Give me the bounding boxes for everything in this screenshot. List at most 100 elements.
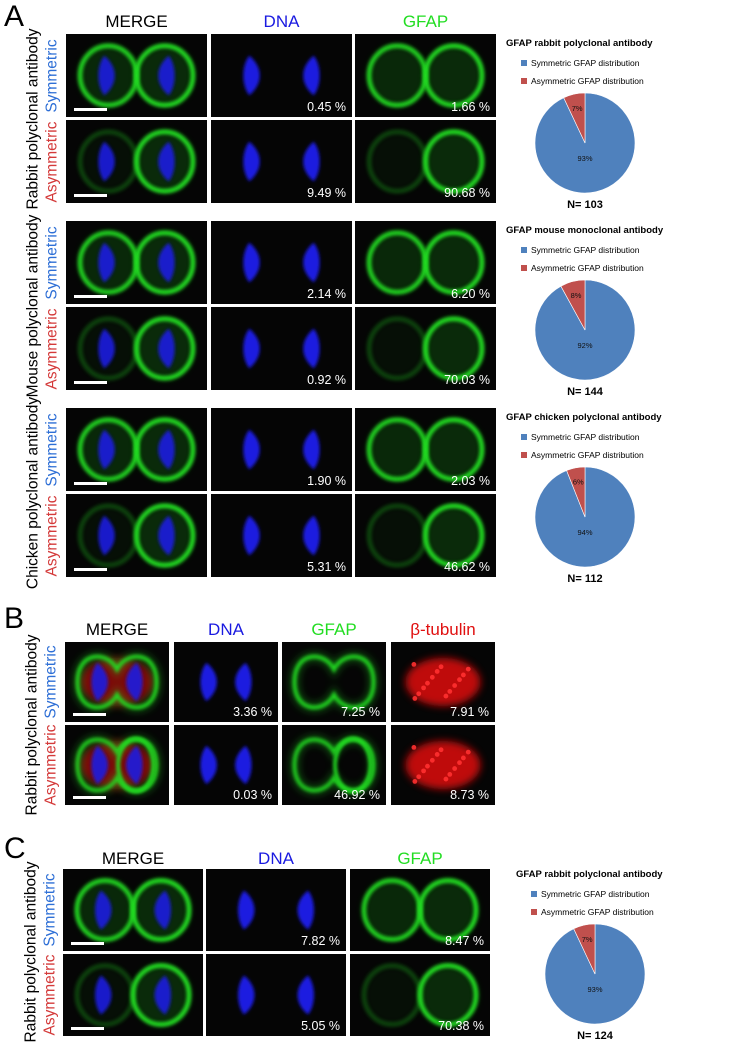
pie-slice-asymmetric bbox=[563, 92, 586, 144]
micrograph-image bbox=[66, 494, 207, 577]
cell-image-merge bbox=[63, 954, 203, 1036]
pie-chart-title: GFAP chicken polyclonal antibody bbox=[506, 412, 662, 423]
percentage-label: 2.14 % bbox=[307, 287, 346, 301]
percentage-label: 7.91 % bbox=[450, 705, 489, 719]
percentage-label: 1.66 % bbox=[451, 100, 490, 114]
cell-image-gfap: 1.66 % bbox=[355, 34, 496, 117]
legend-symmetric: Symmetric GFAP distribution bbox=[521, 58, 640, 68]
pie-chart-title: GFAP rabbit polyclonal antibody bbox=[516, 869, 663, 880]
pie-value-asymmetric: 7% bbox=[582, 935, 593, 944]
cell-image-gfap: 90.68 % bbox=[355, 120, 496, 203]
micrograph-image bbox=[391, 725, 495, 805]
micrograph-image bbox=[355, 221, 496, 304]
row-label-asymmetric: Asymmetric bbox=[42, 724, 60, 806]
legend-label: Symmetric GFAP distribution bbox=[541, 889, 650, 899]
cell-image-merge bbox=[63, 869, 203, 951]
panel-letter-c: C bbox=[4, 832, 26, 865]
legend-swatch-asymmetric bbox=[521, 265, 527, 271]
pie-chart: 93% 7% bbox=[544, 923, 646, 1025]
row-label-asymmetric: Asymmetric bbox=[43, 495, 61, 576]
legend-asymmetric: Asymmetric GFAP distribution bbox=[521, 263, 644, 273]
cell-image-dna: 5.31 % bbox=[211, 494, 352, 577]
pie-slice-asymmetric bbox=[560, 279, 586, 331]
micrograph-image bbox=[211, 221, 352, 304]
scale-bar bbox=[74, 194, 107, 197]
column-header: DNA bbox=[263, 12, 300, 31]
cell-image-merge bbox=[66, 307, 207, 390]
scale-bar bbox=[74, 108, 107, 111]
micrograph-image bbox=[66, 221, 207, 304]
panel-letter-b: B bbox=[4, 602, 25, 635]
percentage-label: 2.03 % bbox=[451, 474, 490, 488]
percentage-label: 70.38 % bbox=[438, 1019, 484, 1033]
scale-bar bbox=[74, 568, 107, 571]
cell-image-dna: 1.90 % bbox=[211, 408, 352, 491]
micrograph-image bbox=[211, 307, 352, 390]
legend-symmetric: Symmetric GFAP distribution bbox=[521, 432, 640, 442]
legend-swatch-symmetric bbox=[521, 434, 527, 440]
cell-image-gfap: 8.47 % bbox=[350, 869, 490, 951]
micrograph-image bbox=[174, 725, 278, 805]
cell-image-merge bbox=[65, 725, 169, 805]
scale-bar bbox=[71, 1027, 104, 1030]
cell-image-dna: 7.82 % bbox=[206, 869, 346, 951]
legend-asymmetric: Asymmetric GFAP distribution bbox=[531, 907, 654, 917]
micrograph-image bbox=[355, 494, 496, 577]
micrograph-image bbox=[65, 642, 169, 722]
micrograph-image bbox=[66, 34, 207, 117]
column-header: MERGE bbox=[85, 620, 149, 639]
legend-symmetric: Symmetric GFAP distribution bbox=[531, 889, 650, 899]
legend-swatch-symmetric bbox=[521, 247, 527, 253]
row-label-asymmetric: Asymmetric bbox=[43, 121, 61, 202]
legend-label: Asymmetric GFAP distribution bbox=[531, 76, 644, 86]
pie-n-label: N= 124 bbox=[577, 1030, 613, 1042]
antibody-label: Chicken polyclonal antibody bbox=[24, 396, 42, 590]
cell-image-tub: 8.73 % bbox=[391, 725, 495, 805]
legend-label: Asymmetric GFAP distribution bbox=[541, 907, 654, 917]
antibody-label: Mouse polyclonal antibody bbox=[24, 214, 42, 398]
cell-image-gfap: 46.92 % bbox=[282, 725, 386, 805]
micrograph-image bbox=[282, 725, 386, 805]
scale-bar bbox=[74, 482, 107, 485]
legend-swatch-asymmetric bbox=[521, 452, 527, 458]
scale-bar bbox=[71, 942, 104, 945]
pie-value-symmetric: 93% bbox=[587, 985, 602, 994]
legend-swatch-asymmetric bbox=[521, 78, 527, 84]
column-header: GFAP bbox=[311, 620, 357, 639]
micrograph-image bbox=[211, 34, 352, 117]
pie-n-label: N= 103 bbox=[567, 199, 603, 211]
legend-asymmetric: Asymmetric GFAP distribution bbox=[521, 76, 644, 86]
column-header: GFAP bbox=[397, 849, 443, 868]
percentage-label: 5.31 % bbox=[307, 560, 346, 574]
micrograph-image bbox=[66, 307, 207, 390]
cell-image-dna: 0.92 % bbox=[211, 307, 352, 390]
percentage-label: 8.47 % bbox=[445, 934, 484, 948]
pie-n-label: N= 144 bbox=[567, 386, 603, 398]
pie-chart-title: GFAP rabbit polyclonal antibody bbox=[506, 38, 653, 49]
column-header: β-tubulin bbox=[410, 620, 476, 639]
legend-label: Asymmetric GFAP distribution bbox=[531, 450, 644, 460]
scale-bar bbox=[74, 295, 107, 298]
cell-image-tub: 7.91 % bbox=[391, 642, 495, 722]
panel-letter-a: A bbox=[4, 0, 25, 33]
scale-bar bbox=[73, 796, 106, 799]
scale-bar bbox=[73, 713, 106, 716]
cell-image-merge bbox=[66, 408, 207, 491]
column-header: MERGE bbox=[105, 12, 168, 31]
micrograph-image bbox=[66, 120, 207, 203]
pie-value-asymmetric: 8% bbox=[571, 291, 582, 300]
micrograph-image bbox=[65, 725, 169, 805]
percentage-label: 1.90 % bbox=[307, 474, 346, 488]
antibody-label: Rabbit polyclonal antibody bbox=[23, 634, 41, 816]
pie-value-asymmetric: 6% bbox=[573, 478, 584, 487]
row-label-symmetric: Symmetric bbox=[43, 225, 61, 300]
pie-value-symmetric: 93% bbox=[577, 154, 592, 163]
cell-image-merge bbox=[66, 120, 207, 203]
pie-chart-title: GFAP mouse monoclonal antibody bbox=[506, 225, 664, 236]
micrograph-image bbox=[211, 408, 352, 491]
micrograph-image bbox=[206, 869, 346, 951]
cell-image-gfap: 7.25 % bbox=[282, 642, 386, 722]
cell-image-dna: 2.14 % bbox=[211, 221, 352, 304]
percentage-label: 0.45 % bbox=[307, 100, 346, 114]
percentage-label: 90.68 % bbox=[444, 186, 490, 200]
